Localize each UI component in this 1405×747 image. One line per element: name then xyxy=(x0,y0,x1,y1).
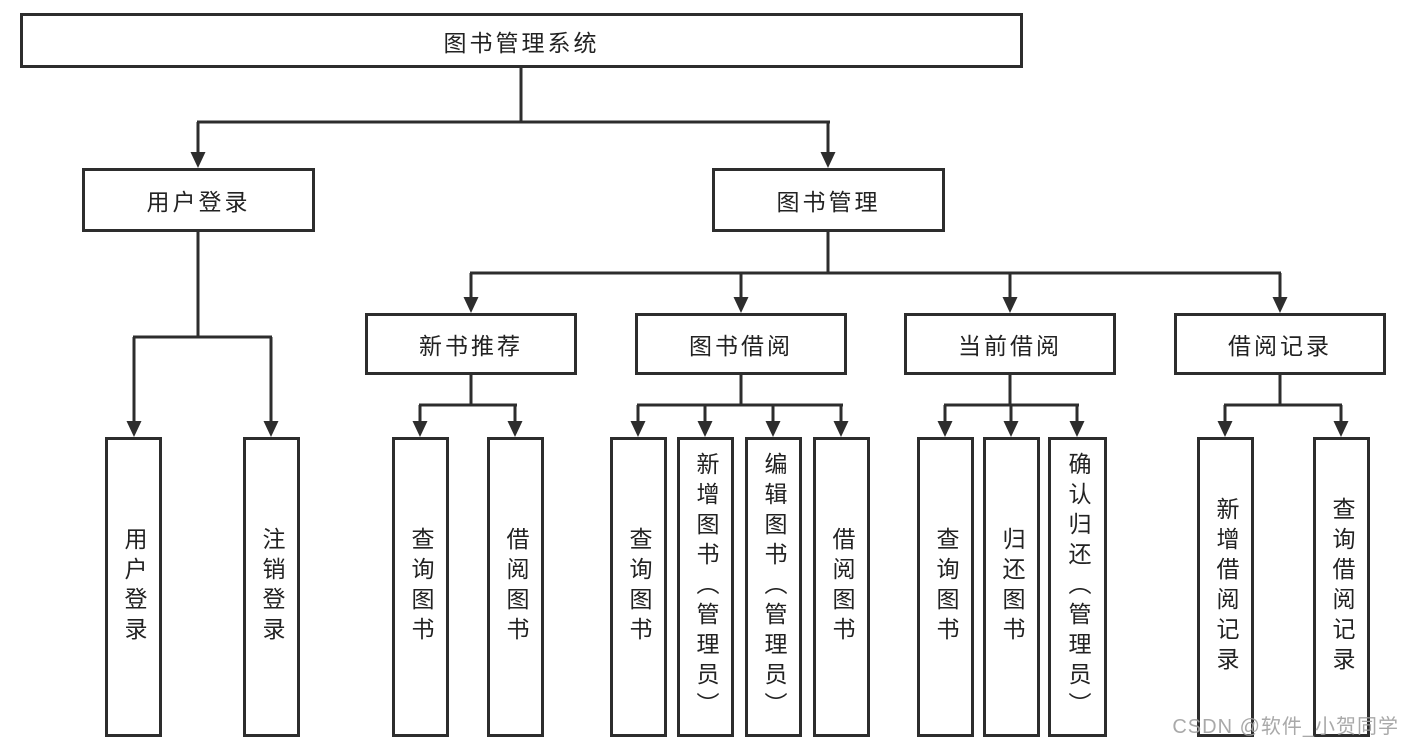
node-book-management: 图书管理 xyxy=(712,168,945,232)
leaf-user-login: 用户登录 xyxy=(105,437,162,737)
node-root-system: 图书管理系统 xyxy=(20,13,1023,68)
leaf-record-add-borrow-record: 新增借阅记录 xyxy=(1197,437,1254,737)
node-user-login: 用户登录 xyxy=(82,168,315,232)
leaf-current-return-books: 归还图书 xyxy=(983,437,1040,737)
leaf-borrow-borrow-books: 借阅图书 xyxy=(813,437,870,737)
node-current-borrow: 当前借阅 xyxy=(904,313,1116,375)
leaf-logout: 注销登录 xyxy=(243,437,300,737)
leaf-newbook-borrow-books: 借阅图书 xyxy=(487,437,544,737)
leaf-record-query-borrow-record: 查询借阅记录 xyxy=(1313,437,1370,737)
leaf-borrow-edit-books-admin: 编辑图书（管理员） xyxy=(745,437,802,737)
node-borrow-record: 借阅记录 xyxy=(1174,313,1386,375)
node-new-book-recommend: 新书推荐 xyxy=(365,313,577,375)
leaf-borrow-add-books-admin: 新增图书（管理员） xyxy=(677,437,734,737)
node-book-borrow: 图书借阅 xyxy=(635,313,847,375)
leaf-current-confirm-return-admin: 确认归还（管理员） xyxy=(1048,437,1107,737)
leaf-newbook-query-books: 查询图书 xyxy=(392,437,449,737)
csdn-watermark: CSDN @软件_小贺同学 xyxy=(1172,716,1399,738)
leaf-current-query-books: 查询图书 xyxy=(917,437,974,737)
leaf-borrow-query-books: 查询图书 xyxy=(610,437,667,737)
